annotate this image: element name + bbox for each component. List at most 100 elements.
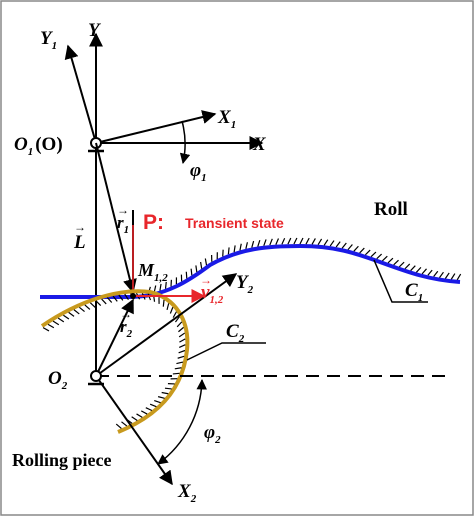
hatch-mark (89, 302, 96, 308)
hatch-mark (149, 403, 157, 408)
phi2-angle-arc (157, 378, 207, 465)
v12-label: v1,2 (201, 282, 224, 306)
hatch-mark (329, 240, 335, 247)
y1-axis (64, 44, 97, 144)
hatch-mark (101, 298, 107, 305)
hatch-mark (178, 349, 186, 354)
hatch-mark (78, 306, 85, 313)
x1-label: X1 (217, 107, 236, 131)
hatch-mark (169, 307, 174, 314)
hatch-mark (178, 344, 186, 348)
hatch-mark (317, 238, 323, 245)
y2-axis (95, 273, 238, 377)
hatch-mark (311, 238, 316, 245)
hatch-mark (427, 269, 433, 276)
hatch-mark (281, 237, 286, 245)
hatch-mark (439, 271, 444, 278)
hatch-mark (433, 270, 439, 277)
hatch-mark (164, 387, 172, 390)
rolling-piece-label: Rolling piece (12, 450, 112, 470)
hatch-mark (190, 268, 193, 276)
r2-vector-mark: → (120, 307, 132, 321)
hatch-mark (404, 263, 411, 270)
hatch-mark (263, 239, 267, 246)
hatch-mark (172, 372, 180, 375)
hatch-mark (177, 355, 185, 359)
hatch-mark (68, 311, 75, 317)
o2-label: O2 (48, 368, 68, 392)
hatch-mark (275, 238, 280, 245)
hatch-mark (323, 239, 329, 246)
r2-vector (95, 298, 134, 377)
hatch-mark (251, 240, 255, 248)
hatch-mark (341, 242, 347, 249)
hatch-mark (161, 391, 169, 395)
x2-axis (95, 375, 173, 486)
hatch-mark (305, 237, 310, 245)
hatch-mark (347, 244, 353, 250)
hatch-mark (112, 295, 118, 302)
r1-label: r1 (117, 213, 129, 236)
hatch-mark (131, 416, 138, 421)
phi1-label: φ1 (190, 160, 207, 184)
hatch-mark (121, 421, 128, 427)
hatch-mark (195, 265, 198, 273)
hatch-mark (115, 423, 122, 429)
m-point (130, 293, 136, 299)
hatch-mark (106, 297, 113, 303)
r2-label: r2 (120, 317, 133, 340)
hatch-mark (398, 261, 405, 268)
hatch-mark (421, 268, 427, 275)
hatch-mark (293, 237, 298, 245)
hatch-mark (245, 242, 248, 249)
hatch-mark (204, 258, 208, 266)
hatch-mark (153, 285, 157, 293)
m12-label: M1,2 (137, 260, 168, 284)
hatch-mark (42, 327, 50, 332)
hatch-mark (178, 326, 184, 333)
c2-leader (186, 342, 266, 361)
r1-vector-mark: → (117, 203, 129, 217)
hatch-mark (176, 361, 184, 365)
hatch-mark (370, 251, 377, 258)
c1-label: C1 (405, 280, 423, 304)
roll-label: Roll (374, 199, 408, 220)
hatch-mark (450, 273, 456, 280)
phi2-label: φ2 (204, 422, 221, 446)
hatch-mark (257, 239, 261, 247)
hatch-mark (145, 407, 153, 412)
hatch-mark (164, 281, 167, 289)
hatch-mark (172, 311, 177, 318)
phi1-angle-arc (179, 120, 191, 165)
c2-label: C2 (226, 321, 245, 345)
y-label: Y (88, 20, 102, 41)
hatch-mark (364, 249, 371, 256)
hatch-mark (287, 237, 292, 245)
hatch-mark (387, 257, 394, 264)
x-label: X (252, 134, 267, 155)
hatch-mark (159, 283, 162, 291)
hatch-mark (95, 300, 102, 307)
hatch-mark (47, 323, 55, 329)
hatch-mark (52, 320, 60, 326)
l-vector-mark: → (74, 220, 86, 234)
hatch-mark (174, 316, 180, 323)
hatch-mark (239, 243, 242, 251)
hatch-mark (157, 396, 165, 399)
x2-label: X2 (177, 481, 197, 505)
r1-vector (95, 142, 137, 294)
hatch-mark (359, 247, 365, 254)
hatch-mark (178, 332, 186, 338)
y2-label: Y2 (236, 272, 254, 296)
o1-label: O1(O) (14, 134, 63, 158)
hatch-mark (200, 261, 203, 269)
x1-axis (95, 110, 217, 144)
hatch-mark (410, 265, 416, 271)
hatch-mark (154, 399, 161, 404)
l-label: L (73, 232, 86, 253)
transient-state-label: Transient state (185, 215, 284, 231)
hatch-mark (299, 237, 304, 245)
hatch-mark (353, 245, 359, 252)
